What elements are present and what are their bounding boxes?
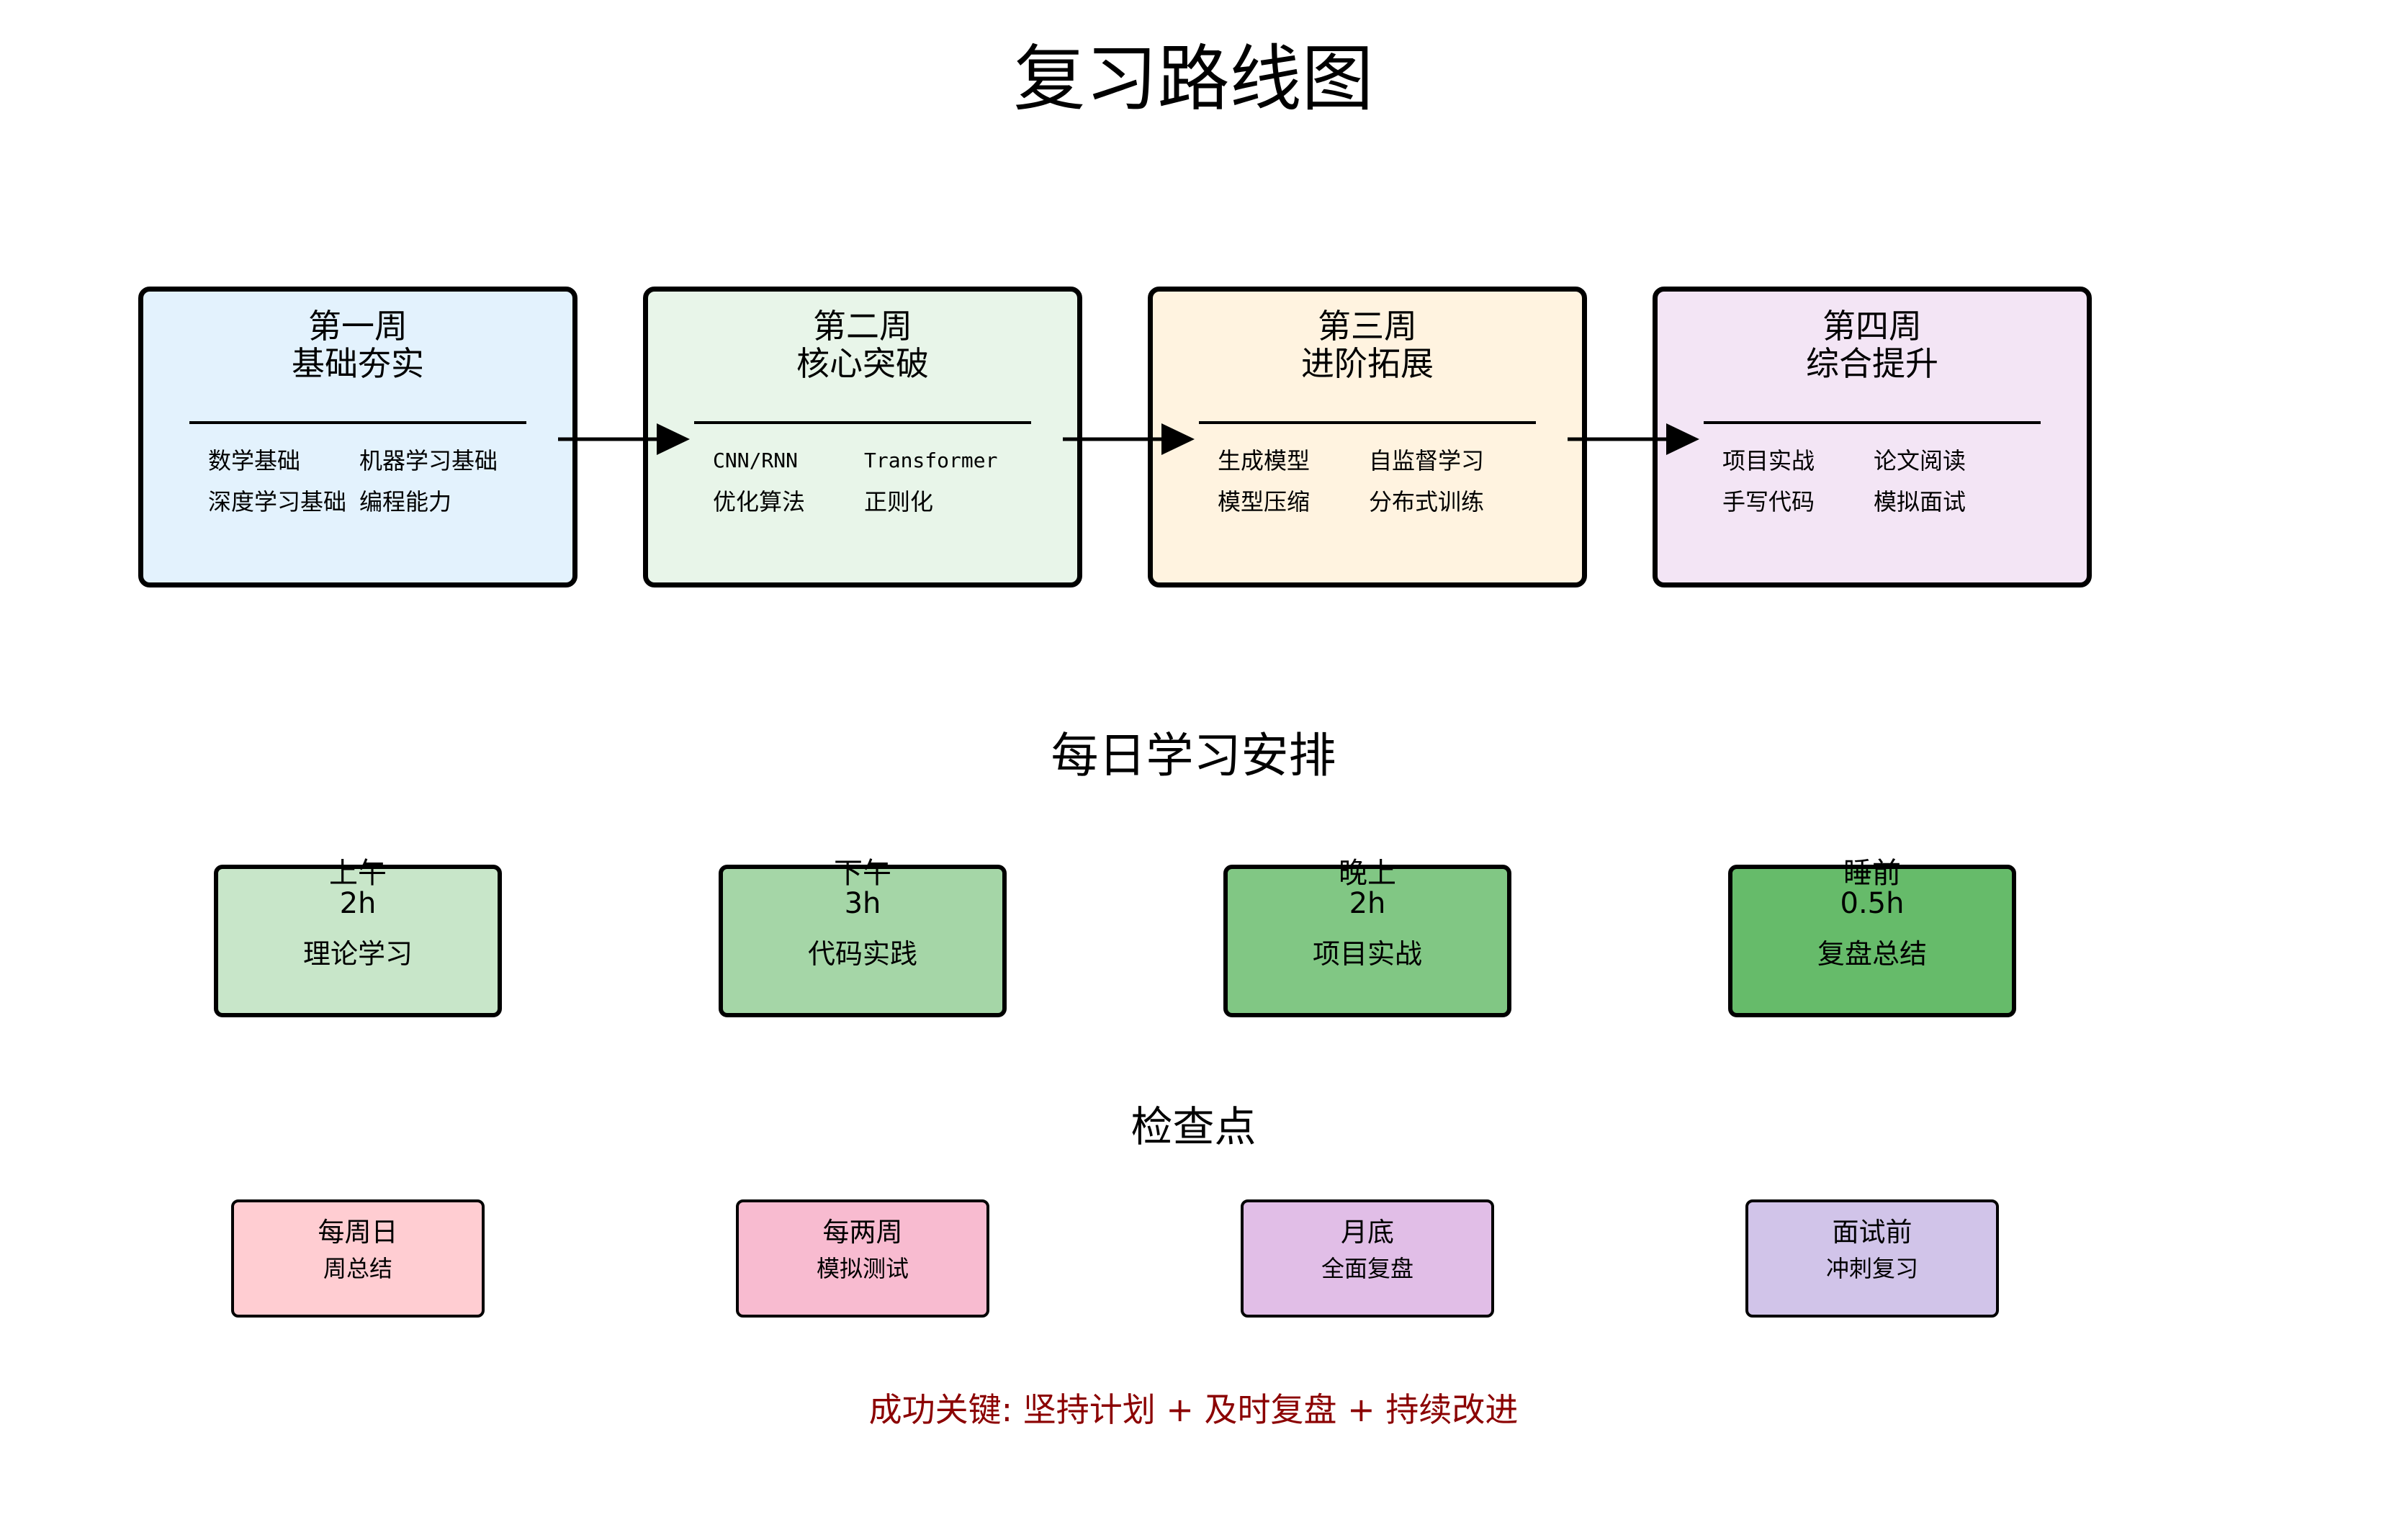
topic-item: 模拟面试: [1874, 488, 1966, 515]
slot-hours: 2h: [339, 887, 377, 920]
week-card-3: 第三周 进阶拓展 生成模型 自监督学习 模型压缩 分布式训练: [1148, 287, 1587, 587]
topic-item: 深度学习基础: [208, 488, 347, 515]
topic-item: 正则化: [864, 488, 934, 515]
divider: [1704, 421, 2041, 424]
topic-item: 编程能力: [359, 488, 452, 515]
daily-slot-evening: 晚上 2h 项目实战: [1223, 857, 1511, 1017]
checkpoint-pre-interview: 面试前 冲刺复习: [1745, 1199, 1999, 1318]
checkpoint-when: 每两周: [822, 1217, 903, 1248]
arrow-week3-to-week4: [1568, 423, 1699, 455]
divider: [1199, 421, 1536, 424]
checkpoint-what: 冲刺复习: [1825, 1255, 1918, 1282]
daily-slot-bedtime: 睡前 0.5h 复盘总结: [1728, 857, 2016, 1017]
week-label: 第一周: [308, 307, 408, 346]
topic-item: 分布式训练: [1369, 488, 1485, 515]
checkpoint-what: 模拟测试: [816, 1255, 909, 1282]
topic-item: 优化算法: [713, 488, 806, 515]
week-card-2: 第二周 核心突破 CNN/RNN Transformer 优化算法 正则化: [643, 287, 1082, 587]
slot-time: 晚上: [1339, 857, 1396, 890]
checkpoint-when: 每周日: [318, 1217, 398, 1248]
daily-section-title: 每日学习安排: [1051, 728, 1336, 783]
topic-item: 机器学习基础: [359, 447, 498, 474]
page-title: 复习路线图: [1013, 37, 1374, 121]
topic-item: 论文阅读: [1874, 447, 1966, 474]
topic-item: 手写代码: [1722, 488, 1815, 515]
daily-slot-afternoon: 下午 3h 代码实践: [719, 857, 1007, 1017]
divider: [694, 421, 1031, 424]
week-label: 第三周: [1318, 307, 1417, 346]
week-card-4: 第四周 综合提升 项目实战 论文阅读 手写代码 模拟面试: [1653, 287, 2092, 587]
checkpoint-when: 月底: [1341, 1217, 1394, 1248]
slot-time: 下午: [834, 857, 891, 890]
topic-item: 项目实战: [1722, 447, 1815, 474]
week-label: 第四周: [1822, 307, 1922, 346]
checkpoint-monthly: 月底 全面复盘: [1241, 1199, 1494, 1318]
week-theme: 基础夯实: [292, 344, 424, 383]
slot-activity: 理论学习: [302, 938, 413, 970]
checkpoint-biweekly: 每两周 模拟测试: [736, 1199, 989, 1318]
topic-item: Transformer: [864, 449, 998, 472]
topic-item: 模型压缩: [1218, 488, 1311, 515]
week-theme: 综合提升: [1806, 344, 1938, 383]
checkpoint-when: 面试前: [1832, 1217, 1912, 1248]
slot-hours: 2h: [1349, 887, 1386, 920]
arrow-week1-to-week2: [558, 423, 690, 455]
daily-slot-morning: 上午 2h 理论学习: [214, 857, 502, 1017]
week-label: 第二周: [813, 307, 912, 346]
topic-item: CNN/RNN: [713, 449, 799, 472]
slot-activity: 项目实战: [1312, 938, 1422, 970]
checkpoint-what: 全面复盘: [1321, 1255, 1413, 1282]
slot-hours: 3h: [844, 887, 881, 920]
slot-hours: 0.5h: [1840, 887, 1905, 920]
topic-item: 自监督学习: [1369, 447, 1485, 474]
week-card-1: 第一周 基础夯实 数学基础 机器学习基础 深度学习基础 编程能力: [138, 287, 577, 587]
slot-activity: 复盘总结: [1817, 938, 1927, 970]
arrow-week2-to-week3: [1063, 423, 1195, 455]
divider: [189, 421, 526, 424]
slot-time: 睡前: [1843, 857, 1901, 890]
topic-item: 数学基础: [208, 447, 301, 474]
success-key-footer: 成功关键: 坚持计划 + 及时复盘 + 持续改进: [868, 1390, 1519, 1429]
checkpoint-weekly: 每周日 周总结: [231, 1199, 485, 1318]
week-theme: 核心突破: [796, 344, 929, 383]
topic-item: 生成模型: [1218, 447, 1311, 474]
checkpoints-section-title: 检查点: [1130, 1102, 1257, 1151]
checkpoint-what: 周总结: [323, 1255, 392, 1282]
slot-time: 上午: [329, 857, 387, 890]
week-theme: 进阶拓展: [1301, 344, 1434, 383]
slot-activity: 代码实践: [807, 938, 917, 970]
